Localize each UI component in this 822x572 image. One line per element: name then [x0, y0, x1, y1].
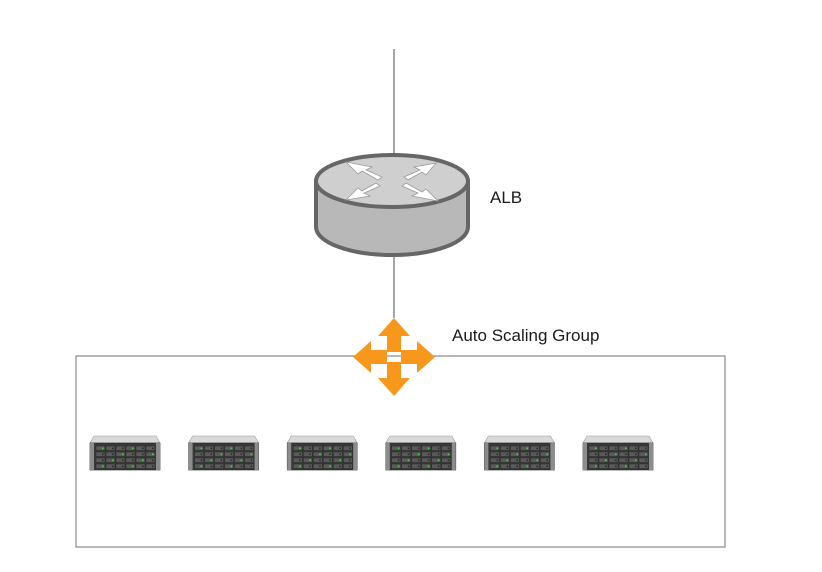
- server-rack-icon: [385, 435, 457, 471]
- auto-scaling-group-box: [75, 355, 726, 548]
- server-rack-icon: [483, 435, 555, 471]
- server-rack-icon: [582, 435, 654, 471]
- server-rack-icon: [188, 435, 260, 471]
- alb-label: ALB: [490, 188, 523, 207]
- server-rack-icon: [89, 435, 161, 471]
- auto-scaling-icon: [353, 318, 435, 396]
- router-icon: [314, 153, 470, 257]
- server-rack-icon: [286, 435, 358, 471]
- auto-scaling-group-label: Auto Scaling Group: [452, 326, 600, 345]
